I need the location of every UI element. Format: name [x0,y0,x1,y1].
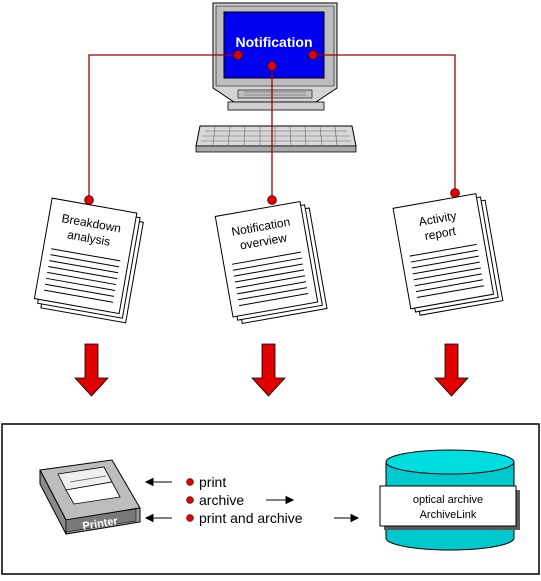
right-arrow-icon [285,495,295,505]
left-arrow-icon [144,477,154,487]
connector-dot [308,50,318,60]
connector-dot [267,195,277,205]
down-arrow-icon [434,343,469,397]
document-breakdown-analysis: Breakdown analysis [33,197,144,324]
option-print-and-archive: print and archive [199,510,303,526]
bullet-icon [186,514,194,522]
bullet-icon [186,496,194,504]
connector-dot [450,188,460,198]
archive-cylinder-icon: optical archive ArchiveLink [379,449,520,551]
bullet-icon [186,478,194,486]
down-arrow-icon [251,343,286,397]
printer-label: Printer [82,515,120,533]
option-print: print [199,474,226,490]
connector-activity [313,54,456,193]
connector-breakdown [88,54,238,200]
computer-icon: Notification [195,2,357,153]
option-archive: archive [199,492,244,508]
right-arrow-icon [350,513,360,523]
printer-icon: Printer [39,459,141,535]
connector-dot [84,195,94,205]
connector-dot [233,50,243,60]
document-notification-overview: Notification overview [214,200,328,324]
archive-label-box [379,485,517,527]
output-options: print archive print and archive [186,474,303,526]
left-arrow-icon [144,513,154,523]
archive-label-line2: ArchiveLink [420,509,477,521]
down-arrow-icon [74,343,109,397]
connector-dot [267,61,277,71]
document-title-line1: Activity [418,209,458,229]
document-title-line2: report [424,224,458,243]
connector-dots [84,50,460,205]
connector-lines [88,54,456,200]
document-activity-report: Activity report [392,193,504,316]
monitor-screen-label: Notification [236,34,313,50]
archive-label-line1: optical archive [413,494,483,506]
